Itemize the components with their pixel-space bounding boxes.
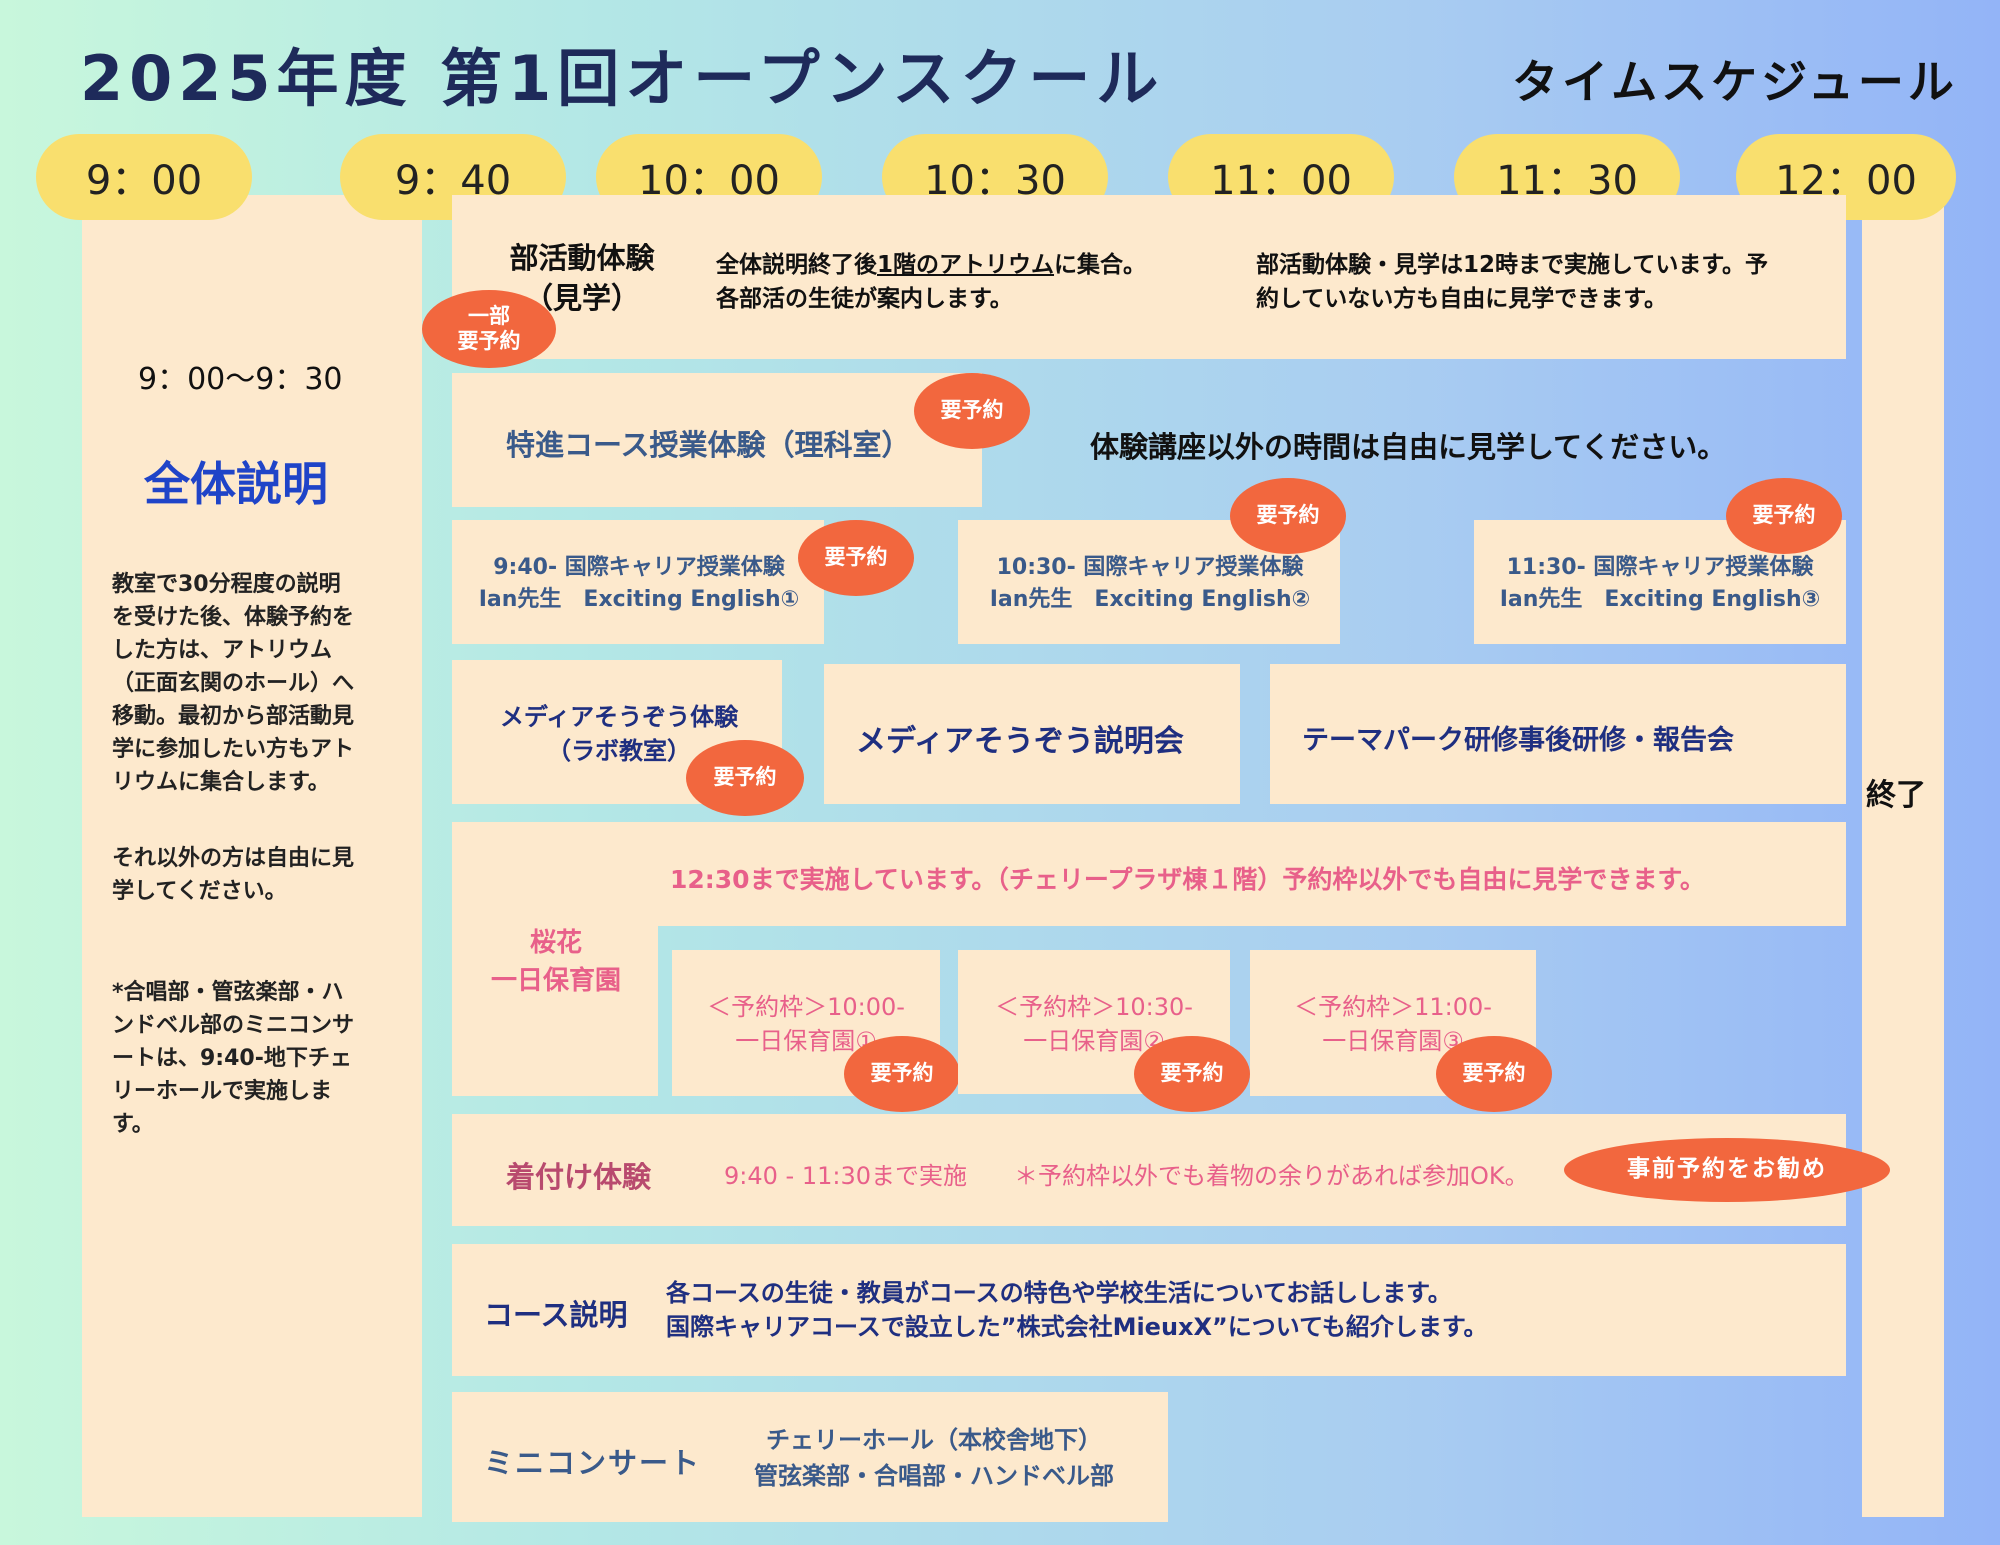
club-panel (452, 195, 1846, 359)
media-experience-badge: 要予約 (686, 740, 804, 816)
nursery-title: 桜花 一日保育園 (490, 928, 621, 996)
course-panel (452, 1244, 1846, 1376)
page-subtitle: タイムスケジュール (1512, 55, 1958, 109)
kimono-badge: 事前予約をお勧め (1564, 1138, 1890, 1202)
intl-panel-1 (452, 520, 824, 644)
kimono-time: 9:40 - 11:30まで実施 (724, 1162, 967, 1190)
concert-venue: チェリーホール（本校舎地下） 管弦楽部・合唱部・ハンドベル部 (754, 1426, 1114, 1490)
free-visit-note: 体験講座以外の時間は自由に見学してください。 (1090, 430, 1727, 464)
intl-text-3: 11:30- 国際キャリア授業体験 Ian先生 Exciting English… (1499, 555, 1821, 612)
nursery-panel-top (452, 822, 1846, 926)
intl-text-1: 9:40- 国際キャリア授業体験 Ian先生 Exciting English① (478, 555, 800, 612)
club-description: 全体説明終了後1階のアトリウムに集合。 各部活の生徒が案内します。 (716, 252, 1147, 312)
concert-title: ミニコンサート (484, 1446, 702, 1480)
media-briefing-panel (824, 664, 1240, 804)
course-title: コース説明 (484, 1298, 628, 1332)
theme-park-label: テーマパーク研修事後研修・報告会 (1302, 725, 1734, 756)
end-label: 終了 (1866, 778, 1926, 813)
overview-time: 9：00～9：30 (138, 362, 343, 397)
intl-badge-3: 要予約 (1726, 478, 1842, 554)
time-0900: 9：00 (36, 134, 252, 220)
tokushin-label: 特進コース授業体験（理科室） (506, 428, 911, 462)
intl-text-2: 10:30- 国際キャリア授業体験 Ian先生 Exciting English… (989, 555, 1311, 612)
nursery-slot-text-1: ＜予約枠＞10:00- 一日保育園① (707, 993, 905, 1055)
course-description: 各コースの生徒・教員がコースの特色や学校生活についてお話しします。 国際キャリア… (666, 1279, 1488, 1341)
theme-park-panel (1270, 664, 1846, 804)
nursery-slot-badge-3: 要予約 (1436, 1036, 1552, 1112)
overview-heading: 全体説明 (144, 457, 328, 511)
club-reservation-badge: 一部要予約 (422, 290, 556, 368)
nursery-slot-badge-2: 要予約 (1134, 1036, 1250, 1112)
media-briefing-label: メディアそうぞう説明会 (856, 724, 1184, 759)
intl-badge-2: 要予約 (1230, 478, 1346, 554)
nursery-slot-badge-1: 要予約 (844, 1036, 960, 1112)
club-note: 部活動体験・見学は12時まで実施しています。予 約していない方も自由に見学できま… (1256, 252, 1769, 312)
nursery-note: 12:30まで実施しています。（チェリープラザ棟１階）予約枠以外でも自由に見学で… (670, 865, 1705, 894)
intl-badge-1: 要予約 (798, 520, 914, 596)
media-experience-label: メディアそうぞう体験 （ラボ教室） (499, 703, 739, 765)
nursery-panel-left (452, 926, 658, 1096)
page-title: 2025年度 第1回オープンスクール (80, 42, 1165, 115)
overview-text-1: 教室で30分程度の説明 を受けた後、体験予約を した方は、アトリウム （正面玄関… (112, 572, 355, 795)
tokushin-badge: 要予約 (914, 373, 1030, 449)
tokushin-panel (452, 373, 982, 507)
concert-panel (452, 1392, 1168, 1522)
end-column (1862, 195, 1944, 1517)
kimono-title: 着付け体験 (506, 1160, 652, 1194)
overview-text-3: *合唱部・管弦楽部・ハ ンドベル部のミニコンサ ートは、9:40-地下チェ リー… (112, 980, 355, 1137)
overview-panel (82, 195, 422, 1517)
nursery-slot-text-2: ＜予約枠＞10:30- 一日保育園② (995, 993, 1193, 1055)
nursery-slot-text-3: ＜予約枠＞11:00- 一日保育園③ (1294, 993, 1492, 1055)
overview-text-2: それ以外の方は自由に見 学してください。 (112, 846, 355, 904)
kimono-note: ＊予約枠以外でも着物の余りがあれば参加OK。 (1014, 1162, 1529, 1190)
